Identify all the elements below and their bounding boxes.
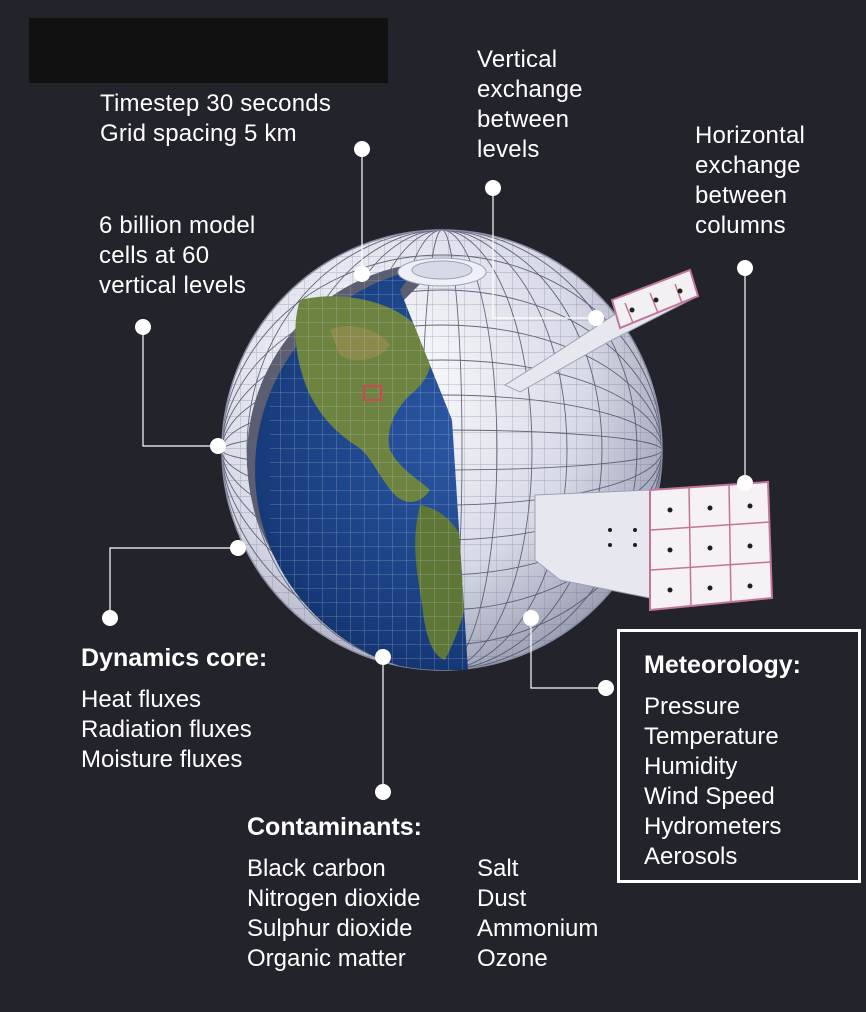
vertical-line-3: between: [477, 105, 583, 135]
list-item: Humidity: [644, 752, 801, 782]
cells-line-3: vertical levels: [99, 271, 255, 301]
dot-meteorology: [598, 680, 614, 696]
list-item: Heat fluxes: [81, 685, 267, 715]
list-item: Hydrometers: [644, 812, 801, 842]
timestep-label: Timestep 30 seconds Grid spacing 5 km: [100, 89, 331, 149]
vertical-line-2: exchange: [477, 75, 583, 105]
dot-timestep-globe: [354, 266, 370, 282]
model-cells-label: 6 billion model cells at 60 vertical lev…: [99, 211, 255, 301]
polar-cap: [398, 258, 486, 286]
cells-line-1: 6 billion model: [99, 211, 255, 241]
list-item: Nitrogen dioxide: [247, 884, 420, 914]
vertical-exchange-label: Vertical exchange between levels: [477, 45, 583, 165]
contaminants-section: Contaminants:: [247, 812, 422, 842]
connector-dynamics: [110, 548, 238, 618]
horizontal-line-2: exchange: [695, 151, 805, 181]
dot-timestep: [354, 141, 370, 157]
list-item: Ammonium: [477, 914, 598, 944]
dot-cells-globe: [210, 438, 226, 454]
dot-contaminants-globe: [375, 649, 391, 665]
vertical-line-1: Vertical: [477, 45, 583, 75]
list-item: Sulphur dioxide: [247, 914, 420, 944]
dynamics-core-heading: Dynamics core:: [81, 643, 267, 673]
dot-dynamics-globe: [230, 540, 246, 556]
list-item: Radiation fluxes: [81, 715, 267, 745]
horizontal-line-3: between: [695, 181, 805, 211]
vertical-line-4: levels: [477, 135, 583, 165]
dot-meteorology-globe: [523, 610, 539, 626]
list-item: Moisture fluxes: [81, 745, 267, 775]
list-item: Temperature: [644, 722, 801, 752]
horizontal-line-1: Horizontal: [695, 121, 805, 151]
list-item: Organic matter: [247, 944, 420, 974]
dot-dynamics: [102, 610, 118, 626]
dot-vertical-column: [588, 310, 604, 326]
meteorology-heading: Meteorology:: [644, 650, 801, 680]
grid-spacing-line: Grid spacing 5 km: [100, 119, 331, 149]
list-item: Pressure: [644, 692, 801, 722]
dynamics-core-section: Dynamics core: Heat fluxes Radiation flu…: [81, 643, 267, 775]
dot-contaminants: [375, 784, 391, 800]
list-item: Aerosols: [644, 842, 801, 872]
cells-line-2: cells at 60: [99, 241, 255, 271]
meteorology-list: Pressure Temperature Humidity Wind Speed…: [644, 692, 801, 872]
contaminants-heading: Contaminants:: [247, 812, 422, 842]
connector-cells: [143, 327, 218, 446]
timestep-line: Timestep 30 seconds: [100, 89, 331, 119]
dot-horizontal-block: [737, 475, 753, 491]
list-item: Black carbon: [247, 854, 420, 884]
contaminants-col-1: Black carbon Nitrogen dioxide Sulphur di…: [247, 854, 420, 974]
horizontal-line-4: columns: [695, 211, 805, 241]
meteorology-section: Meteorology: Pressure Temperature Humidi…: [644, 650, 801, 872]
dot-horizontal: [737, 260, 753, 276]
contaminants-col-2: Salt Dust Ammonium Ozone: [477, 854, 598, 974]
list-item: Wind Speed: [644, 782, 801, 812]
horizontal-exchange-label: Horizontal exchange between columns: [695, 121, 805, 241]
list-item: Salt: [477, 854, 598, 884]
dynamics-core-list: Heat fluxes Radiation fluxes Moisture fl…: [81, 685, 267, 775]
list-item: Ozone: [477, 944, 598, 974]
dot-cells: [135, 319, 151, 335]
dot-vertical: [485, 180, 501, 196]
list-item: Dust: [477, 884, 598, 914]
